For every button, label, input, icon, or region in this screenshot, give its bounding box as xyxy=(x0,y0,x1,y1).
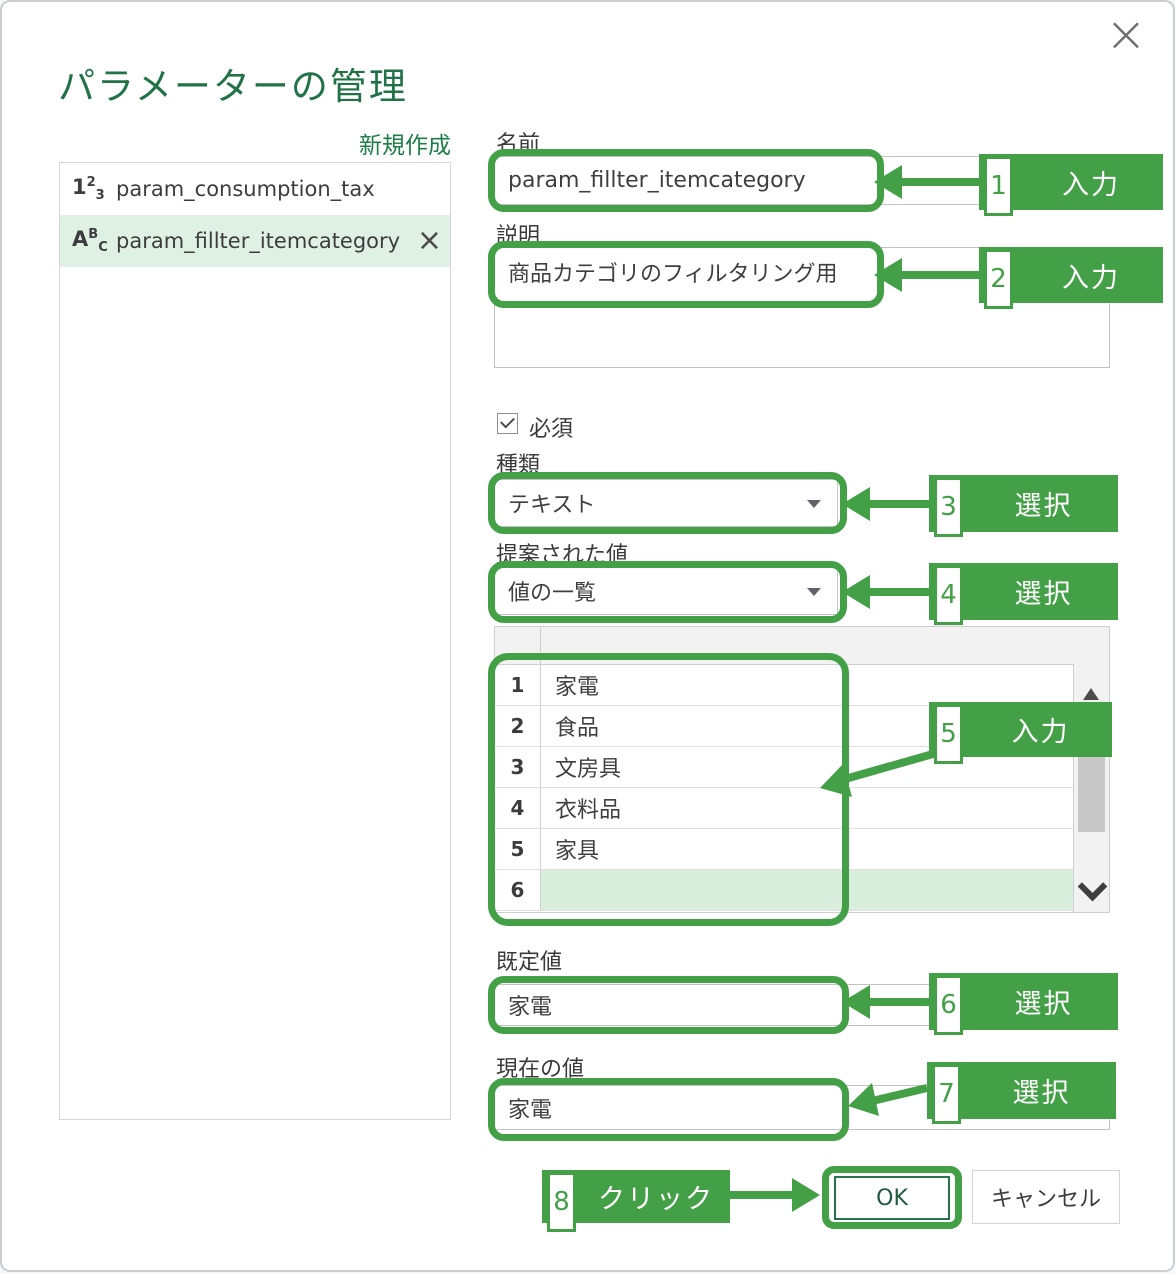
row-number: 4 xyxy=(495,788,541,829)
close-icon[interactable]: × xyxy=(1105,5,1147,63)
annotation-step-8: 8 クリック xyxy=(542,1170,730,1232)
parameter-name: param_fillter_itemcategory xyxy=(116,229,401,253)
table-row[interactable]: 1 家電 xyxy=(495,665,1109,706)
annotation-label: 入力 xyxy=(1011,717,1070,748)
table-row[interactable]: 5 家具 xyxy=(495,829,1109,870)
row-number: 1 xyxy=(495,665,541,706)
default-value: 家電 xyxy=(508,995,553,1020)
check-icon xyxy=(500,413,515,429)
name-value: param_fillter_itemcategory xyxy=(508,168,806,193)
type-label: 種類 xyxy=(496,453,541,478)
ok-button[interactable]: OK xyxy=(834,1176,950,1220)
annotation-step-2: 2 入力 xyxy=(979,247,1163,309)
table-row[interactable]: 6 xyxy=(495,870,1109,911)
row-number: 3 xyxy=(495,747,541,788)
annotation-label: 入力 xyxy=(1062,169,1120,201)
annotation-label: 選択 xyxy=(1014,579,1073,610)
annotation-label: 入力 xyxy=(1062,262,1120,294)
page-title: パラメーターの管理 xyxy=(58,65,408,108)
delete-parameter-icon[interactable]: × xyxy=(416,223,442,258)
row-value-cell[interactable]: 食品 xyxy=(541,706,1075,747)
scroll-up-icon[interactable] xyxy=(1083,688,1099,700)
annotation-number: 1 xyxy=(984,156,1013,216)
annotation-number: 4 xyxy=(934,565,963,625)
cancel-button[interactable]: キャンセル xyxy=(972,1170,1120,1224)
suggested-values-label: 提案された値 xyxy=(496,543,629,568)
table-row[interactable]: 3 文房具 xyxy=(495,747,1109,788)
scroll-down-icon[interactable] xyxy=(1077,871,1108,902)
row-value-cell[interactable] xyxy=(541,870,1075,911)
row-number: 2 xyxy=(495,706,541,747)
values-grid: 1 家電 2 食品 3 文房具 4 衣料品 5 家具 6 xyxy=(494,626,1110,913)
suggested-values-value: 値の一覧 xyxy=(508,581,597,606)
text-type-icon: ABC xyxy=(72,226,108,256)
name-label: 名前 xyxy=(496,132,541,157)
new-parameter-link[interactable]: 新規作成 xyxy=(359,133,451,159)
type-value: テキスト xyxy=(508,493,596,518)
parameter-name: param_consumption_tax xyxy=(116,177,375,201)
current-value-label: 現在の値 xyxy=(496,1057,585,1082)
suggested-values-dropdown[interactable]: 値の一覧 xyxy=(494,567,838,615)
annotation-number: 3 xyxy=(934,477,963,537)
row-number: 5 xyxy=(495,829,541,870)
row-number: 6 xyxy=(495,870,541,911)
annotation-label: 選択 xyxy=(1012,1078,1071,1109)
default-value-label: 既定値 xyxy=(496,950,563,975)
chevron-down-icon xyxy=(807,588,821,596)
description-value: 商品カテゴリのフィルタリング用 xyxy=(508,262,838,287)
annotation-step-6: 6 選択 xyxy=(929,973,1118,1035)
number-type-icon: 123 xyxy=(72,174,105,204)
table-row[interactable]: 4 衣料品 xyxy=(495,788,1109,829)
grid-header-row xyxy=(495,627,1109,665)
grid-corner-cell xyxy=(495,627,541,664)
annotation-label: クリック xyxy=(598,1184,714,1215)
type-dropdown[interactable]: テキスト xyxy=(494,479,838,527)
description-label: 説明 xyxy=(496,224,541,249)
required-checkbox[interactable] xyxy=(497,413,518,434)
annotation-number: 7 xyxy=(932,1064,961,1124)
annotation-number: 6 xyxy=(934,975,963,1035)
annotation-label: 選択 xyxy=(1014,989,1073,1020)
parameter-list: 123 param_consumption_tax ABC param_fill… xyxy=(59,162,451,1120)
table-row[interactable]: 2 食品 xyxy=(495,706,1109,747)
annotation-number: 5 xyxy=(934,704,963,764)
list-item-param-consumption-tax[interactable]: 123 param_consumption_tax xyxy=(60,163,450,215)
row-value-cell[interactable]: 文房具 xyxy=(541,747,1075,788)
list-item-param-fillter-itemcategory[interactable]: ABC param_fillter_itemcategory × xyxy=(60,215,450,267)
annotation-step-7: 7 選択 xyxy=(927,1062,1116,1124)
annotation-step-3: 3 選択 xyxy=(929,475,1118,537)
row-value-cell[interactable]: 家電 xyxy=(541,665,1075,706)
current-value: 家電 xyxy=(508,1097,553,1123)
row-value-cell[interactable]: 家具 xyxy=(541,829,1075,870)
chevron-down-icon xyxy=(807,500,821,508)
annotation-step-4: 4 選択 xyxy=(929,563,1118,625)
annotation-step-5: 5 入力 xyxy=(929,702,1112,764)
annotation-step-1: 1 入力 xyxy=(979,154,1163,216)
annotation-number: 2 xyxy=(984,249,1013,309)
annotation-number: 8 xyxy=(547,1172,576,1232)
row-value-cell[interactable]: 衣料品 xyxy=(541,788,1075,829)
required-label: 必須 xyxy=(529,417,574,442)
annotation-label: 選択 xyxy=(1014,491,1073,522)
